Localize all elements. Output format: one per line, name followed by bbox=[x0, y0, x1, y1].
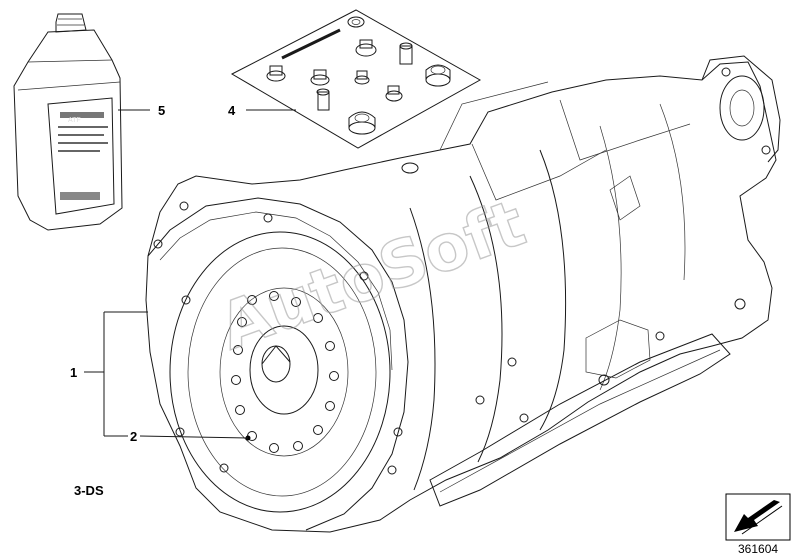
variant-label: 3-DS bbox=[74, 483, 104, 498]
label-2[interactable]: 2 bbox=[130, 429, 137, 444]
plug-6 bbox=[354, 70, 370, 85]
plug-5 bbox=[310, 69, 330, 86]
bracket-1 bbox=[103, 311, 148, 437]
bottle-label: ATF bbox=[68, 117, 81, 124]
plug-7 bbox=[385, 85, 403, 102]
transmission-housing[interactable] bbox=[145, 55, 781, 533]
plug-4 bbox=[266, 65, 286, 82]
output-flange bbox=[701, 55, 781, 163]
leader-2 bbox=[139, 435, 249, 439]
plug-2 bbox=[355, 39, 377, 57]
plug-1 bbox=[347, 16, 365, 28]
flange-bolts bbox=[153, 201, 403, 475]
pin bbox=[316, 88, 330, 111]
plug-3 bbox=[399, 42, 413, 65]
label-1[interactable]: 1 bbox=[70, 365, 77, 380]
cap-large bbox=[425, 64, 451, 87]
cap-small bbox=[348, 111, 376, 135]
diagram-number: 361604 bbox=[738, 542, 778, 556]
torque-converter[interactable] bbox=[169, 231, 391, 513]
arrow-down-left-icon[interactable] bbox=[725, 493, 791, 541]
seal-kit-panel[interactable] bbox=[230, 9, 482, 149]
oil-bottle[interactable]: ATF bbox=[13, 13, 123, 231]
label-4[interactable]: 4 bbox=[228, 103, 236, 118]
converter-bolts bbox=[231, 291, 339, 453]
label-5[interactable]: 5 bbox=[158, 103, 165, 118]
